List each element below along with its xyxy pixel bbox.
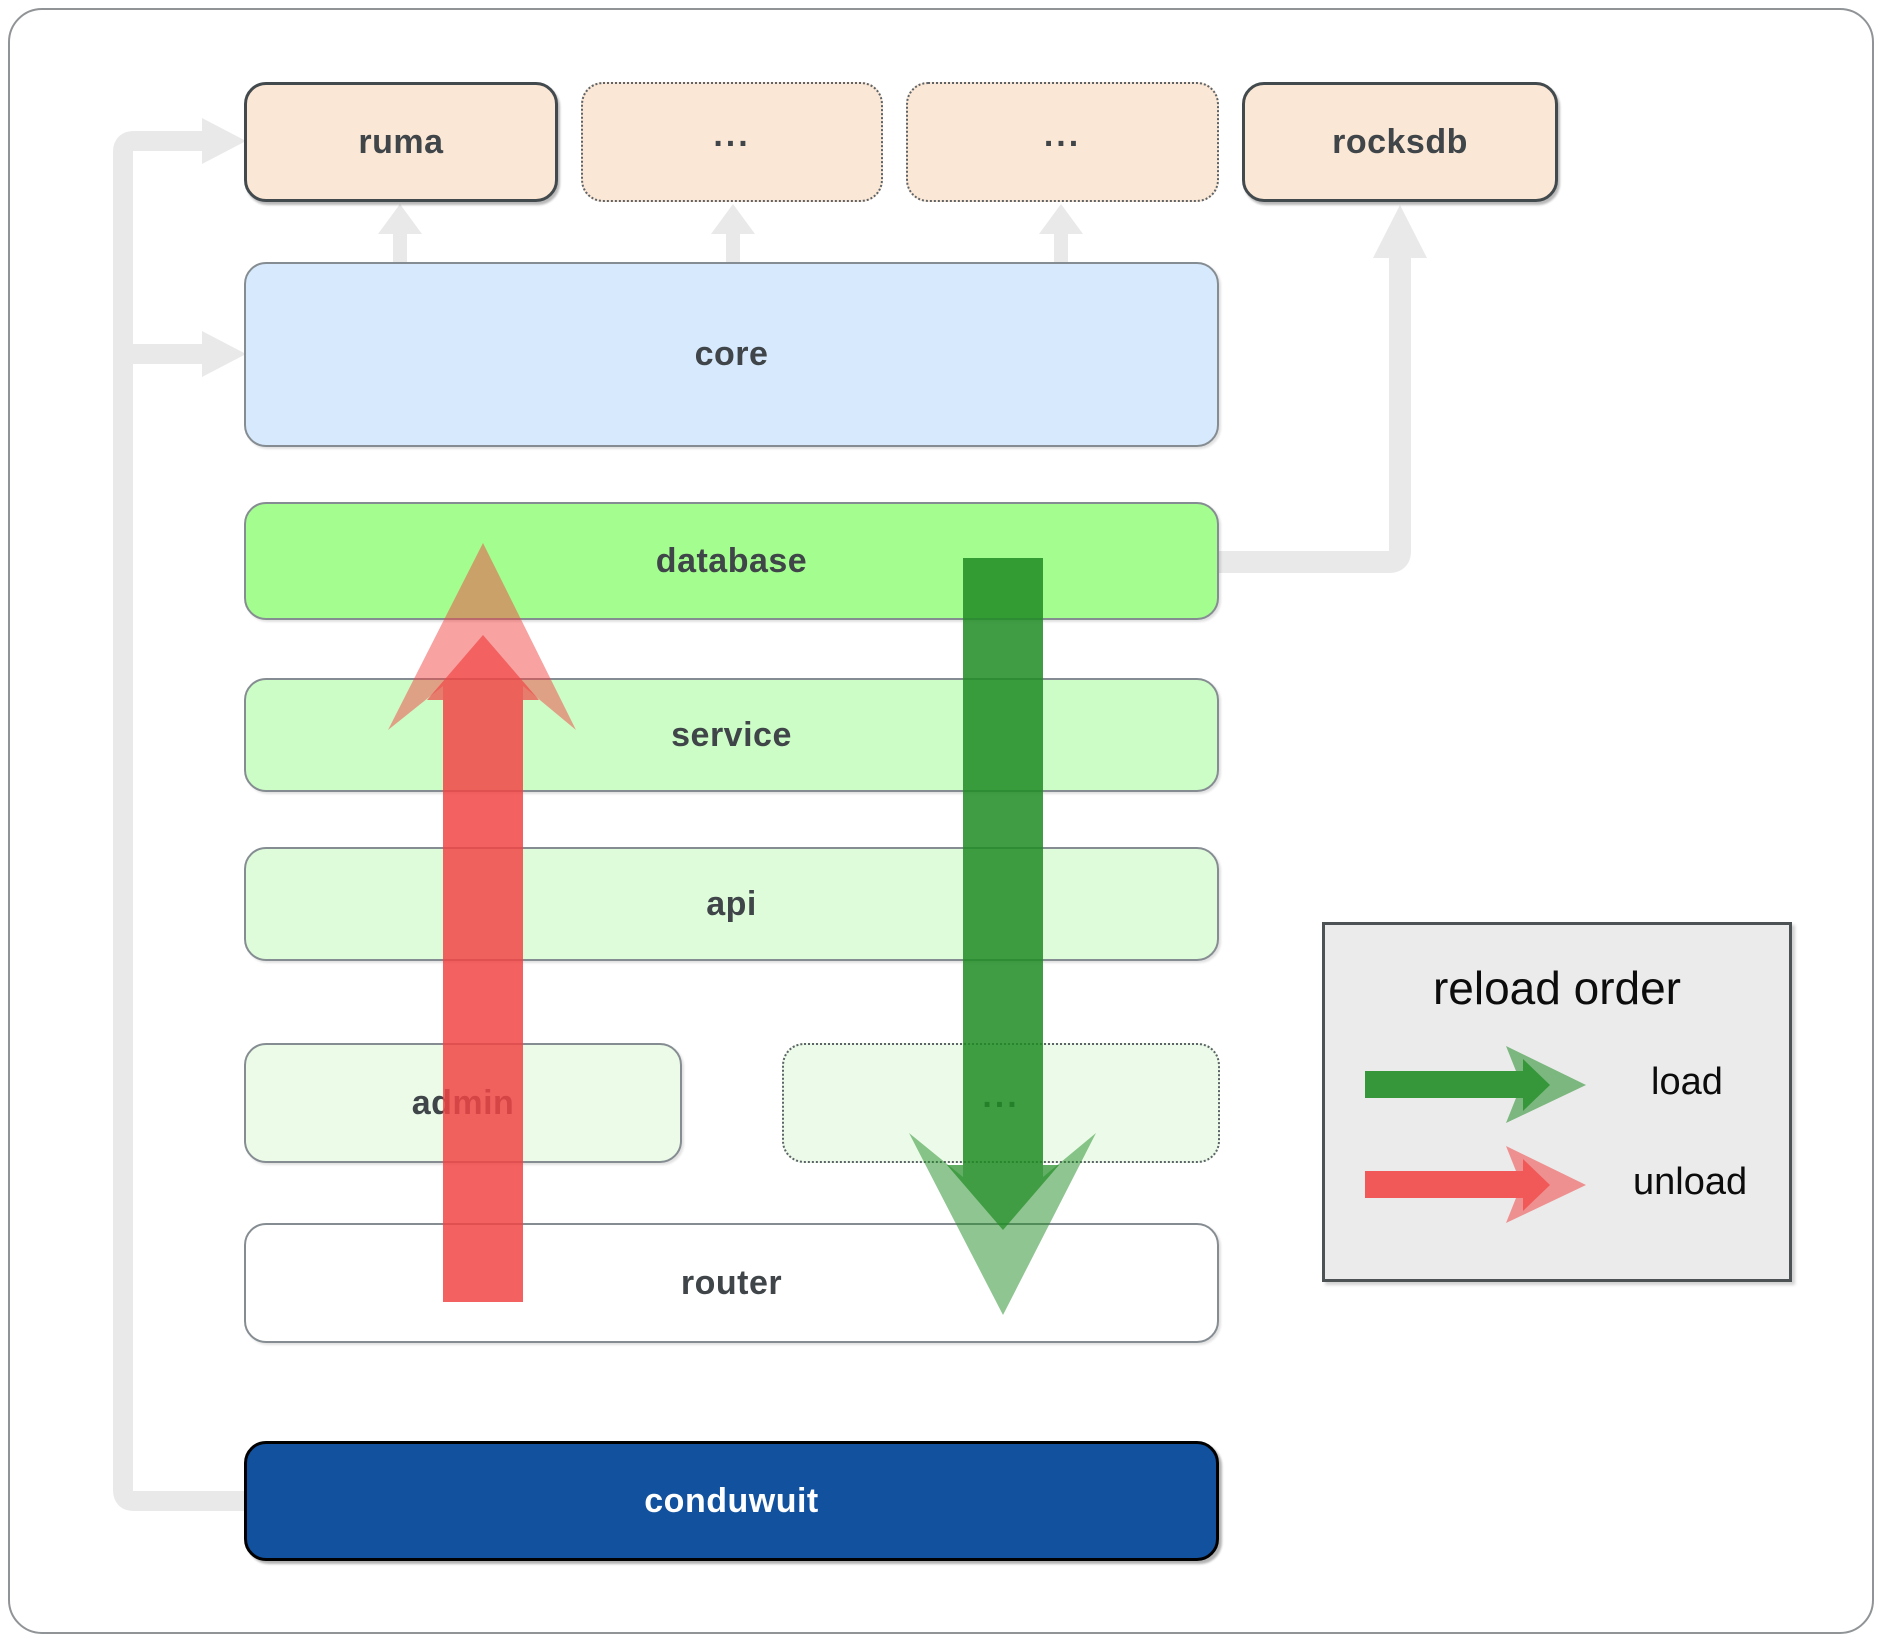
legend-load-arrow-icon — [1365, 1046, 1586, 1123]
ellipsis-label: ... — [1043, 115, 1082, 154]
connector-conduwuit-feedback — [113, 118, 252, 1511]
box-admin: admin — [244, 1043, 682, 1163]
legend-title: reload order — [1432, 962, 1682, 1014]
legend-unload-label: unload — [1633, 1161, 1748, 1203]
box-ellipsis-top-2: ... — [906, 82, 1219, 202]
up-arrow-icon — [711, 204, 755, 262]
up-arrow-icon — [378, 204, 422, 262]
arrowhead-into-core — [202, 331, 246, 377]
box-service: service — [244, 678, 1219, 792]
arrowhead-into-rocksdb — [1373, 205, 1427, 258]
legend: reload order load unload — [1322, 922, 1792, 1282]
box-conduwuit: conduwuit — [244, 1441, 1219, 1561]
connector-core-up-arrows — [378, 204, 1083, 262]
connector-database-rocksdb — [1215, 205, 1427, 573]
legend-load-label: load — [1651, 1061, 1723, 1103]
box-ellipsis-mid: ... — [782, 1043, 1220, 1163]
diagram-outer-frame — [8, 8, 1874, 1634]
box-rocksdb: rocksdb — [1242, 82, 1558, 202]
legend-unload-arrow-icon — [1365, 1146, 1586, 1223]
ellipsis-label: ... — [982, 1076, 1020, 1115]
box-database: database — [244, 502, 1219, 620]
box-ellipsis-top-1: ... — [581, 82, 883, 202]
box-api: api — [244, 847, 1219, 961]
ellipsis-label: ... — [713, 115, 751, 154]
up-arrow-icon — [1039, 204, 1083, 262]
box-ruma: ruma — [244, 82, 558, 202]
arrowhead-into-ruma — [202, 118, 246, 164]
box-router: router — [244, 1223, 1219, 1343]
legend-arrows — [1365, 1046, 1586, 1223]
box-core: core — [244, 262, 1219, 447]
